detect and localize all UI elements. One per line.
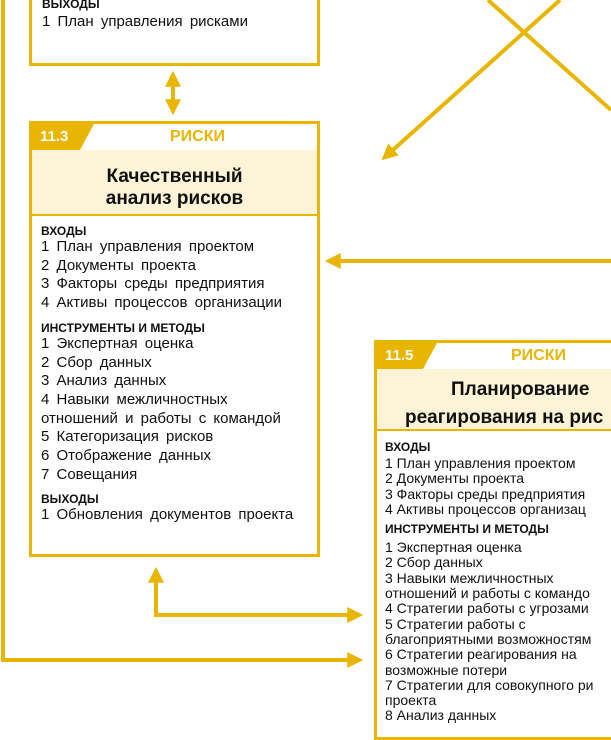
title-line-1: Планирование <box>451 379 590 400</box>
inputs-title: ВХОДЫ <box>385 440 431 454</box>
knowledge-area: РИСКИ <box>511 347 566 364</box>
tools-title: ИНСТРУМЕНТЫ И МЕТОДЫ <box>41 320 205 335</box>
process-box-11-5: 11.5 РИСКИ Планирование реагирования на … <box>374 340 611 740</box>
process-title: Планирование реагирования на рис <box>377 369 611 431</box>
tool-item: отношений и работы с командо <box>385 585 590 602</box>
tools-list: 1 Экспертная оценка 2 Сбор данных 3 Навы… <box>385 539 611 724</box>
tool-item: 1 Экспертная оценка <box>41 334 194 352</box>
top-outputs-title: ВЫХОДЫ <box>42 0 100 11</box>
process-body: ВХОДЫ 1 План управления проектом 2 Докум… <box>32 224 317 525</box>
process-number: 11.3 <box>40 128 69 145</box>
tool-item: 5 Стратегии работы с <box>385 615 526 632</box>
process-title: Качественный анализ рисков <box>32 150 317 216</box>
tool-item: 7 Совещания <box>41 465 138 483</box>
box-header: 11.3 РИСКИ <box>32 124 317 150</box>
tool-item: отношений и работы с командой <box>41 409 281 427</box>
top-output-1: 1 План управления рисками <box>42 13 248 30</box>
tool-item: 1 Экспертная оценка <box>385 539 522 556</box>
tool-item: 4 Навыки межличностных <box>41 390 228 408</box>
tool-item: 6 Отображение данных <box>41 447 211 465</box>
process-number-badge: 11.3 <box>32 124 94 150</box>
process-box-11-3: 11.3 РИСКИ Качественный анализ рисков ВХ… <box>29 121 320 557</box>
process-number-badge: 11.5 <box>377 343 437 369</box>
113-to-115-arrow <box>148 566 364 623</box>
inputs-title: ВХОДЫ <box>41 224 87 238</box>
knowledge-area: РИСКИ <box>170 128 225 145</box>
tool-item: 2 Сбор данных <box>41 353 152 371</box>
tools-title: ИНСТРУМЕНТЫ И МЕТОДЫ <box>385 522 549 537</box>
top-process-box: ВЫХОДЫ 1 План управления рисками <box>29 0 320 66</box>
left-loop-line <box>1 0 364 668</box>
tool-item: 4 Стратегии работы с угрозами <box>385 600 589 617</box>
input-item: 1 План управления проектом <box>385 455 576 471</box>
input-item: 1 План управления проектом <box>41 238 255 255</box>
tools-list: 1 Экспертная оценка 2 Сбор данных 3 Анал… <box>41 335 317 485</box>
input-item: 3 Факторы среды предприятия <box>385 485 586 502</box>
cross-line-b <box>381 0 562 161</box>
output-item: 1 Обновления документов проекта <box>41 506 294 524</box>
input-item: 2 Документы проекта <box>385 470 524 487</box>
tool-item: 6 Стратегии реагирования на <box>385 646 577 663</box>
tool-item: 8 Анализ данных <box>385 707 497 724</box>
tool-item: благоприятными возможностям <box>385 630 592 647</box>
input-item: 4 Активы процессов организац <box>385 500 586 517</box>
connector-lines <box>1 0 611 668</box>
tool-item: 5 Категоризация рисков <box>41 428 214 446</box>
tool-item: 7 Стратегии для совокупного ри <box>385 676 594 693</box>
title-line-2: анализ рисков <box>105 188 244 209</box>
outputs-title: ВЫХОДЫ <box>41 492 99 507</box>
input-item: 4 Активы процессов организации <box>41 294 283 312</box>
inputs-list: 1 План управления проектом 2 Документы п… <box>385 455 611 517</box>
inputs-list: 1 План управления проектом 2 Документы п… <box>41 238 317 313</box>
cross-line-a <box>486 0 611 112</box>
tool-item: 2 Сбор данных <box>385 554 483 571</box>
tool-item: проекта <box>385 692 437 709</box>
tool-item: возможные потери <box>385 661 508 678</box>
tool-item: 3 Навыки межличностных <box>385 569 554 586</box>
process-body: ВХОДЫ 1 План управления проектом 2 Докум… <box>377 440 611 724</box>
process-number: 11.5 <box>385 347 414 364</box>
input-item: 2 Документы проекта <box>41 256 196 274</box>
tool-item: 3 Анализ данных <box>41 372 167 390</box>
title-line-2: реагирования на рис <box>405 407 604 428</box>
input-item: 3 Факторы среды предприятия <box>41 275 265 293</box>
title-line-1: Качественный <box>106 166 243 187</box>
box-header: 11.5 РИСКИ <box>377 343 611 369</box>
